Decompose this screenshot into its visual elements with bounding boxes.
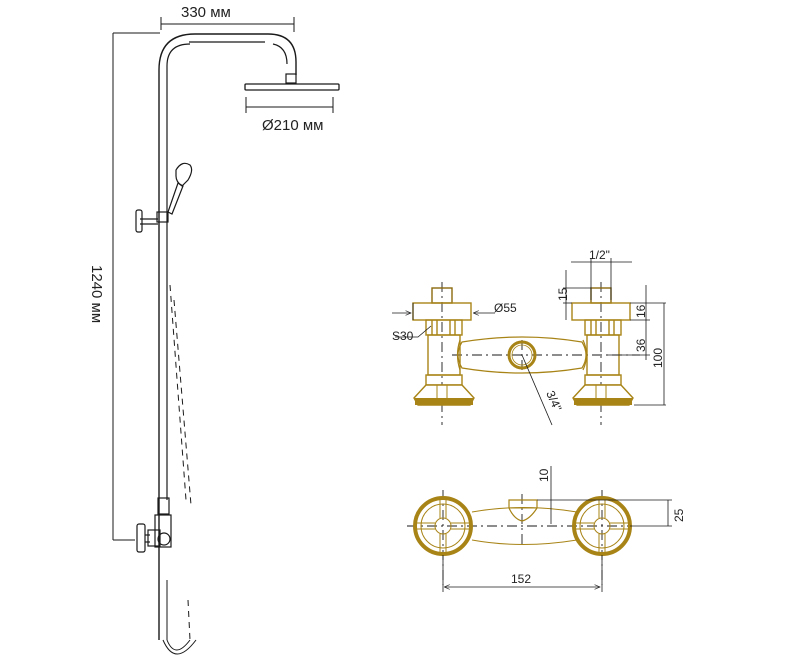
body-offset-label: 36 (634, 338, 648, 352)
mixer-top-view (407, 466, 672, 592)
nut-size-label: S30 (392, 329, 414, 343)
handle-height-label: 16 (634, 304, 648, 318)
spout (508, 499, 538, 522)
hand-shower-holder (135, 162, 193, 233)
width-label: 330 мм (181, 4, 231, 21)
riser-pipe (158, 33, 297, 640)
head-diameter-dimension (245, 97, 334, 113)
inlet-ring (507, 340, 537, 370)
left-valve (412, 287, 475, 406)
spout-offset-label: 10 (537, 468, 551, 482)
center-distance-label: 152 (511, 572, 531, 586)
left-handle-top (413, 496, 473, 556)
total-height-label: 100 (651, 348, 665, 368)
head-connector (285, 73, 297, 84)
head-diameter-label: Ø210 мм (262, 117, 324, 134)
thread-top-label: 1/2" (589, 248, 610, 262)
height-label: 1240 мм (88, 265, 105, 323)
hose (169, 284, 192, 641)
right-valve (571, 287, 634, 406)
diverter-valve (136, 497, 172, 553)
height-dimension (112, 32, 160, 541)
shower-column (112, 17, 340, 655)
depth-label: 25 (672, 508, 686, 522)
spindle-height-label: 15 (556, 287, 570, 301)
width-dimension (160, 17, 295, 32)
inlet-thread-label: 3/4" (543, 389, 564, 414)
rain-shower-head (244, 83, 340, 91)
handle-diameter-label: Ø55 (494, 301, 517, 315)
mixer-front-view (392, 258, 666, 426)
